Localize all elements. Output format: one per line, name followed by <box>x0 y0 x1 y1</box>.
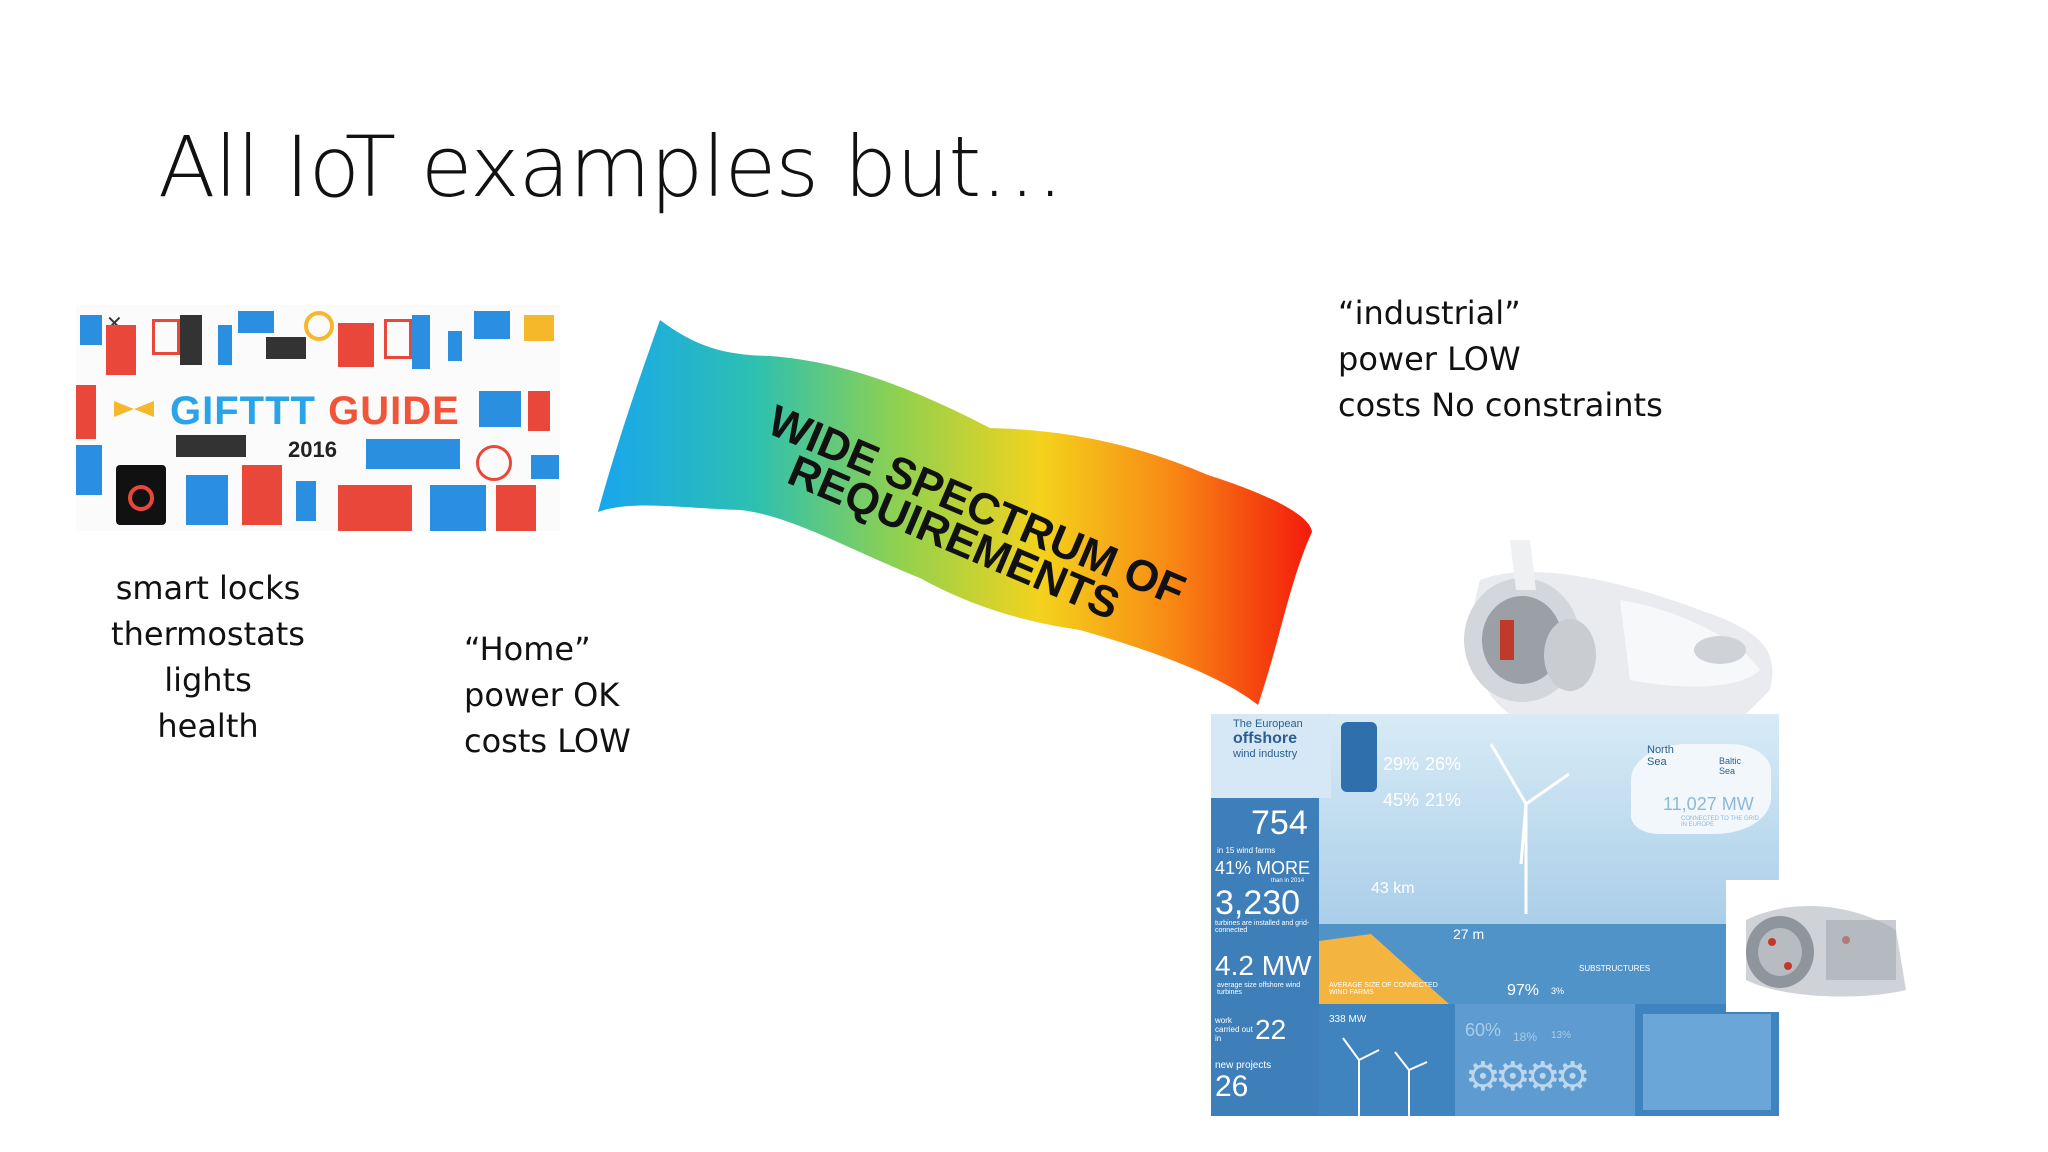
info-stat-value: 41% MORE <box>1215 858 1311 878</box>
page-title: All IoT examples but… <box>158 118 1064 216</box>
info-avg-size-label: AVERAGE SIZE OF CONNECTED WIND FARMS <box>1329 982 1438 996</box>
industrial-req-line: power LOW <box>1338 340 1521 378</box>
home-requirements: “Home” power OK costs LOW <box>464 626 631 764</box>
info-stat-label: work carried out in <box>1215 1016 1253 1043</box>
info-depth: 27 m <box>1453 926 1485 942</box>
info-heading-big: offshore <box>1233 730 1297 747</box>
info-pct: 29% <box>1383 754 1420 774</box>
manufacturers-panel <box>1455 1004 1635 1116</box>
turbine-hub-image <box>1726 880 1916 1012</box>
home-use-item: thermostats <box>111 615 305 653</box>
info-manufacturer-pct: 18% <box>1513 1030 1538 1044</box>
small-turbines-icon <box>1342 1037 1428 1116</box>
info-stat-value: 754 <box>1251 804 1308 842</box>
gifttt-guide-image: ✕ GIFTTT GUIDE 2016 <box>76 305 560 531</box>
info-pct: 45% <box>1383 790 1420 810</box>
home-use-item: health <box>157 707 259 745</box>
info-heading-small: The European <box>1233 718 1303 730</box>
developers-panel <box>1643 1014 1771 1110</box>
home-req-line: “Home” <box>464 630 591 668</box>
logo-word-guide: GUIDE <box>328 389 460 433</box>
industrial-req-line: “industrial” <box>1338 294 1521 332</box>
info-capacity-label: CONNECTED TO THE GRID IN EUROPE <box>1681 816 1760 828</box>
logo-year: 2016 <box>288 437 337 462</box>
spectrum-banner: WIDE SPECTRUM OF REQUIREMENTS <box>598 320 1312 705</box>
offshore-wind-infographic: The European offshore wind industry 754 … <box>1211 714 1779 1116</box>
logo-word-gifttt: GIFTTT <box>170 389 316 433</box>
info-stat-value: 3,230 <box>1215 884 1301 922</box>
info-heading-sub: wind industry <box>1233 748 1298 760</box>
info-substructures: SUBSTRUCTURES <box>1579 964 1651 973</box>
turbine-nacelle-image <box>1464 540 1773 720</box>
home-uses-list: smart locks thermostats lights health <box>108 565 308 749</box>
gifttt-guide-logo: GIFTTT GUIDE <box>170 389 460 434</box>
wind-turbine-icon <box>1489 743 1570 914</box>
info-baltic-sea: Baltic Sea <box>1719 756 1742 776</box>
info-pct: 26% <box>1425 754 1462 774</box>
banner-shape <box>598 320 1312 705</box>
home-use-item: lights <box>164 661 252 699</box>
info-avg-size: 338 MW <box>1329 1014 1367 1025</box>
info-jacket: 3% <box>1551 986 1565 996</box>
info-stat-label: turbines are installed and grid-connecte… <box>1215 920 1310 934</box>
info-stat-value: 26 <box>1215 1070 1249 1103</box>
info-manufacturer-pct: 60% <box>1465 1020 1502 1040</box>
info-north-sea: North Sea <box>1647 744 1674 768</box>
info-stat-label: than in 2014 <box>1271 878 1305 884</box>
home-req-line: costs LOW <box>464 722 631 760</box>
info-monopile: 97% <box>1507 982 1540 999</box>
info-distance: 43 km <box>1371 880 1415 897</box>
info-stat-value: 4.2 MW <box>1215 950 1312 981</box>
info-stat-value: 22 <box>1255 1014 1287 1045</box>
industrial-req-line: costs No constraints <box>1338 386 1663 424</box>
info-capacity: 11,027 MW <box>1663 794 1754 814</box>
industrial-requirements: “industrial” power LOW costs No constrai… <box>1338 290 1663 428</box>
info-manufacturer-pct: 13% <box>1551 1030 1572 1041</box>
infographic-header-box <box>1211 714 1331 798</box>
info-stat-label: in 15 wind farms <box>1217 846 1276 855</box>
info-pct: 21% <box>1425 790 1462 810</box>
info-stat-label: average size offshore wind turbines <box>1217 982 1301 996</box>
info-stat-label: new projects <box>1215 1060 1272 1071</box>
cable-drum-icon <box>1341 722 1377 792</box>
europe-map <box>1631 744 1771 834</box>
gears-icon: ⚙⚙⚙⚙ <box>1465 1055 1590 1099</box>
home-use-item: smart locks <box>115 569 301 607</box>
home-req-line: power OK <box>464 676 620 714</box>
